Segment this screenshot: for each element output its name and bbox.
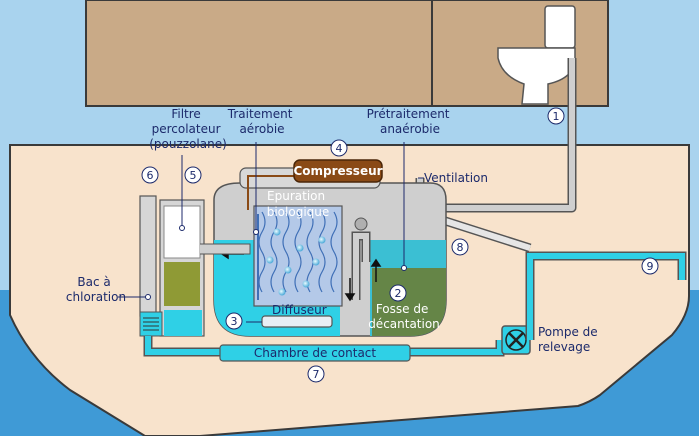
chlorination-label-line: Bac à xyxy=(77,275,110,289)
biological-media xyxy=(253,205,343,307)
air-line xyxy=(247,175,294,210)
compressor-label: Compresseur xyxy=(293,164,382,178)
diffuser xyxy=(261,315,333,328)
callout-3: 3 xyxy=(225,312,243,330)
epuration-label-line: Epuration xyxy=(267,189,325,203)
contact-chamber xyxy=(219,344,411,362)
aerobic-label-line: aérobie xyxy=(239,122,284,136)
callout-7: 7 xyxy=(307,365,325,383)
aerobic-pointer-dot xyxy=(253,229,259,235)
leader-lines xyxy=(118,142,424,323)
chlorination-label: Bac à chloration xyxy=(66,275,126,304)
aerobic-label: Traitement aérobie xyxy=(227,107,297,136)
filter-label-line: percolateur xyxy=(152,122,221,136)
callout-number: 1 xyxy=(553,110,560,123)
decantation-label: Fosse de décantation xyxy=(368,302,440,331)
filter-label: Filtre percolateur (pouzzolane) xyxy=(149,107,227,151)
pump-label: Pompe de relevage xyxy=(538,325,601,354)
decantation-label-line: décantation xyxy=(368,317,440,331)
callout-1: 1 xyxy=(547,107,565,125)
filter-pointer-dot xyxy=(179,225,185,231)
contact-chamber-label: Chambre de contact xyxy=(254,346,377,360)
callout-4: 4 xyxy=(330,139,348,157)
callout-8: 8 xyxy=(451,238,469,256)
ventilation-label: Ventilation xyxy=(424,171,488,185)
chlorination-label-line: chloration xyxy=(66,290,126,304)
callout-number: 5 xyxy=(190,169,197,182)
compressor: Compresseur xyxy=(293,159,383,183)
callout-number: 2 xyxy=(395,287,402,300)
filter-label-line: Filtre xyxy=(171,107,200,121)
callout-number: 8 xyxy=(457,241,464,254)
anaerobic-pointer-dot xyxy=(401,265,407,271)
pump-icon xyxy=(501,325,531,355)
callout-6: 6 xyxy=(141,166,159,184)
epuration-label-line: biologique xyxy=(267,205,330,219)
chlorination-tank xyxy=(139,195,163,337)
callout-number: 3 xyxy=(231,315,238,328)
pump-label-line: relevage xyxy=(538,340,590,354)
aerobic-label-line: Traitement xyxy=(227,107,293,121)
anaerobic-label-line: Prétraitement xyxy=(367,107,450,121)
callout-2: 2 xyxy=(389,284,407,302)
toilet-icon xyxy=(497,5,576,105)
callout-number: 7 xyxy=(313,368,320,381)
epuration-label: Epuration biologique xyxy=(267,189,330,219)
anaerobic-label: Prétraitement anaérobie xyxy=(367,107,454,136)
callout-9: 9 xyxy=(641,257,659,275)
sludge xyxy=(372,268,446,336)
filter-label-line: (pouzzolane) xyxy=(149,137,227,151)
callout-number: 9 xyxy=(647,260,654,273)
transfer-pipe-cap xyxy=(354,217,368,231)
callout-number: 4 xyxy=(336,142,343,155)
media-waves xyxy=(258,211,338,293)
diffuser-label: Diffuseur xyxy=(272,303,327,317)
decantation-label-line: Fosse de xyxy=(376,302,429,316)
anaerobic-label-line: anaérobie xyxy=(380,122,440,136)
pump-label-line: Pompe de xyxy=(538,325,598,339)
air-bubbles xyxy=(266,228,326,296)
callout-number: 6 xyxy=(147,169,154,182)
callout-5: 5 xyxy=(184,166,202,184)
chlorination-pointer-dot xyxy=(145,294,151,300)
